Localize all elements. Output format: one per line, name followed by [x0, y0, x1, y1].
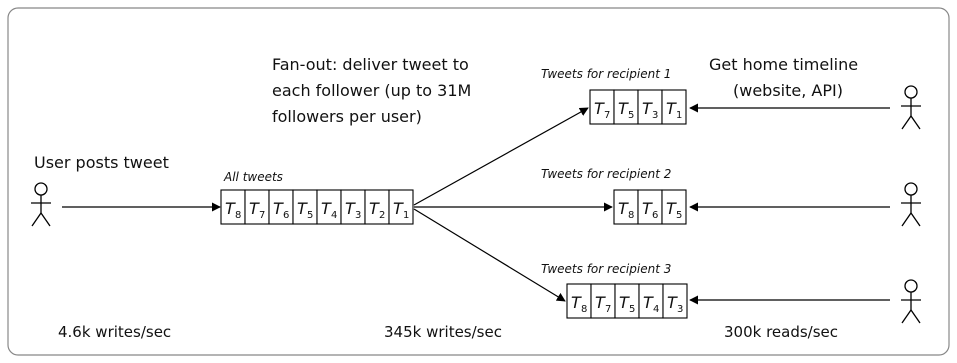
tweet-subscript: 8	[581, 304, 587, 315]
tweet-subscript: 7	[259, 210, 265, 221]
person-icon	[901, 85, 921, 130]
fanout-arrow-1	[413, 107, 589, 206]
fanout-rate-label: 345k writes/sec	[384, 323, 502, 341]
tweet-label: T	[666, 199, 677, 218]
tweet-label: T	[225, 199, 236, 218]
all-tweets-label: All tweets	[223, 170, 283, 184]
user-posts-label: User posts tweet	[34, 153, 169, 172]
tweet-label: T	[619, 293, 630, 312]
tweet-label: T	[595, 293, 606, 312]
tweet-subscript: 3	[355, 210, 361, 221]
tweet-label: T	[643, 293, 654, 312]
fanout-label-line3: followers per user)	[272, 107, 422, 126]
recipient-2-label: Tweets for recipient 2	[541, 167, 671, 181]
tweet-subscript: 8	[628, 210, 634, 221]
fanout-arrow-3	[413, 208, 566, 302]
fanout-label-line2: each follower (up to 31M	[272, 81, 471, 100]
tweet-subscript: 2	[379, 210, 385, 221]
reads-rate-label: 300k reads/sec	[724, 323, 838, 341]
tweet-subscript: 3	[652, 110, 658, 121]
tweet-label: T	[571, 293, 582, 312]
recipient-1-label: Tweets for recipient 1	[541, 67, 671, 81]
tweet-label: T	[345, 199, 356, 218]
tweet-label: T	[618, 99, 629, 118]
home-timeline-line2: (website, API)	[733, 81, 843, 100]
person-icon	[31, 182, 51, 227]
tweet-subscript: 7	[604, 110, 610, 121]
tweet-subscript: 5	[307, 210, 313, 221]
tweet-label: T	[642, 99, 653, 118]
tweet-subscript: 5	[676, 210, 682, 221]
tweet-label: T	[369, 199, 380, 218]
tweet-label: T	[297, 199, 308, 218]
tweet-label: T	[618, 199, 629, 218]
tweet-label: T	[642, 199, 653, 218]
tweet-label: T	[249, 199, 260, 218]
tweet-label: T	[393, 199, 404, 218]
person-icon	[901, 279, 921, 324]
person-icon	[901, 182, 921, 227]
tweet-label: T	[666, 99, 677, 118]
tweet-subscript: 3	[677, 304, 683, 315]
tweet-subscript: 1	[676, 110, 682, 121]
diagram-frame	[7, 7, 950, 356]
recipient-3-label: Tweets for recipient 3	[541, 262, 671, 276]
home-timeline-line1: Get home timeline	[709, 55, 858, 74]
tweet-subscript: 4	[653, 304, 659, 315]
tweet-subscript: 1	[403, 210, 409, 221]
tweet-subscript: 7	[605, 304, 611, 315]
tweet-label: T	[594, 99, 605, 118]
tweet-subscript: 8	[235, 210, 241, 221]
tweet-subscript: 4	[331, 210, 337, 221]
writes-rate-label: 4.6k writes/sec	[58, 323, 171, 341]
tweet-label: T	[321, 199, 332, 218]
tweet-subscript: 6	[652, 210, 658, 221]
tweet-subscript: 5	[629, 304, 635, 315]
tweet-label: T	[273, 199, 284, 218]
tweet-label: T	[667, 293, 678, 312]
fanout-label-line1: Fan-out: deliver tweet to	[272, 55, 469, 74]
tweet-subscript: 6	[283, 210, 289, 221]
tweet-subscript: 5	[628, 110, 634, 121]
